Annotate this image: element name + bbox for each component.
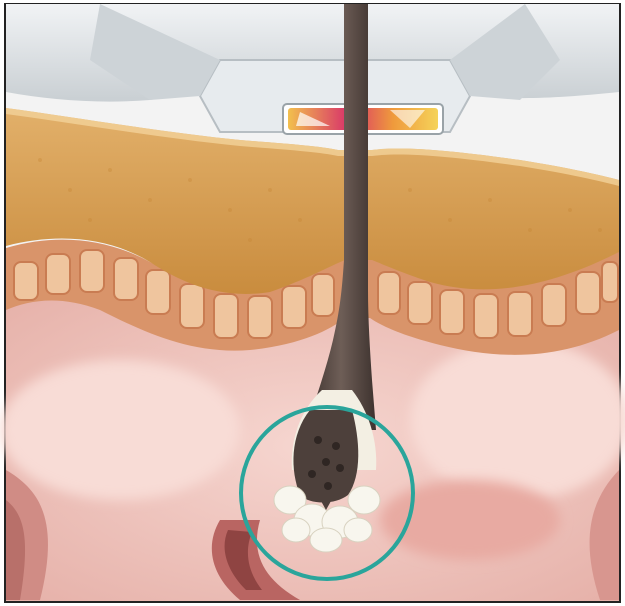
illustration (0, 0, 625, 606)
skin-cross-section (0, 0, 625, 606)
